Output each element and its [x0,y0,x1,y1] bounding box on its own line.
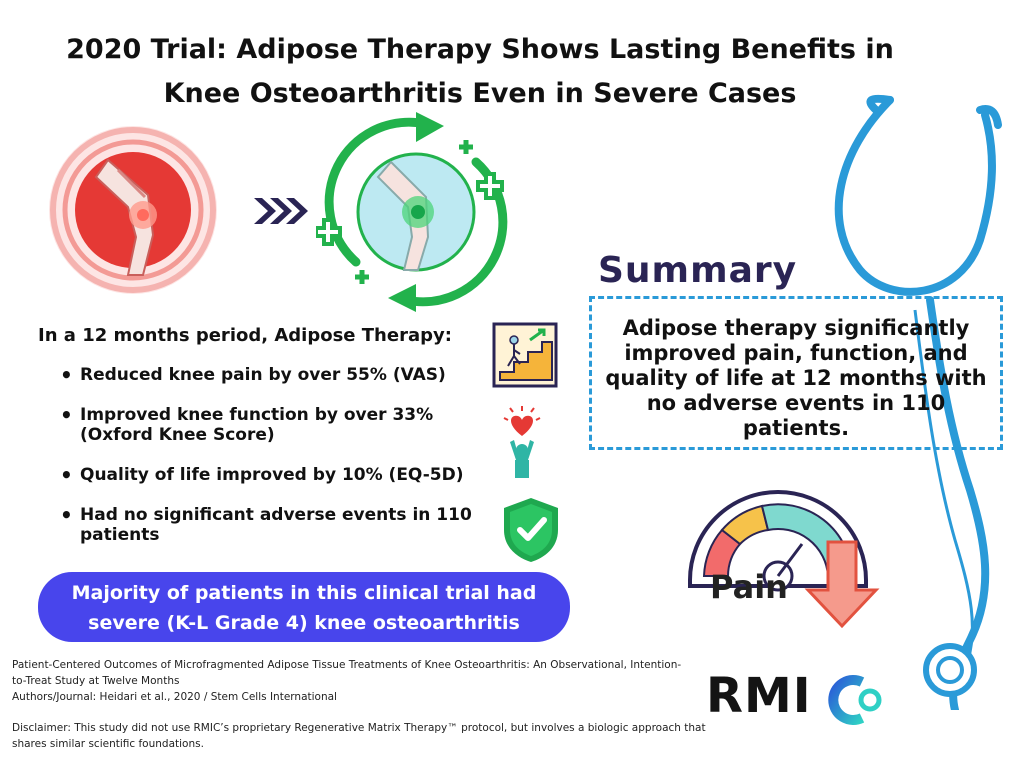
reference: Patient-Centered Outcomes of Microfragme… [12,657,692,705]
title-line-1: 2020 Trial: Adipose Therapy Shows Lastin… [66,34,894,65]
summary-text: Adipose therapy significantly improved p… [605,316,987,440]
logo-c-icon [828,675,882,725]
inflamed-knee-icon [49,126,217,294]
heart-person-icon [503,406,541,478]
benefits-list: Reduced knee pain by over 55% (VAS) Impr… [60,365,480,565]
pain-label: Pain [710,568,788,606]
down-arrow-icon [804,540,880,629]
chevron-arrows-icon [254,198,308,224]
stairs-climb-icon [492,322,558,388]
intro-text: In a 12 months period, Adipose Therapy: [38,325,452,346]
healed-knee-icon [316,112,508,312]
shield-check-icon [504,498,558,562]
disclaimer: Disclaimer: This study did not use RMIC’… [12,722,706,750]
summary-heading: Summary [598,250,798,291]
list-item: Had no significant adverse events in 110… [60,505,500,545]
list-item: Quality of life improved by 10% (EQ-5D) [60,465,480,485]
reference-title: Patient-Centered Outcomes of Microfragme… [12,659,682,687]
page-title: 2020 Trial: Adipose Therapy Shows Lastin… [40,28,920,116]
stethoscope-icon [834,94,1002,710]
summary-box [589,296,1003,450]
severity-banner: Majority of patients in this clinical tr… [38,572,570,642]
logo-text: RMI [706,668,812,724]
list-item: Reduced knee pain by over 55% (VAS) [60,365,480,385]
title-line-2: Knee Osteoarthritis Even in Severe Cases [163,78,797,109]
reference-authors: Authors/Journal: Heidari et al., 2020 / … [12,691,337,703]
list-item: Improved knee function by over 33% (Oxfo… [60,405,480,445]
